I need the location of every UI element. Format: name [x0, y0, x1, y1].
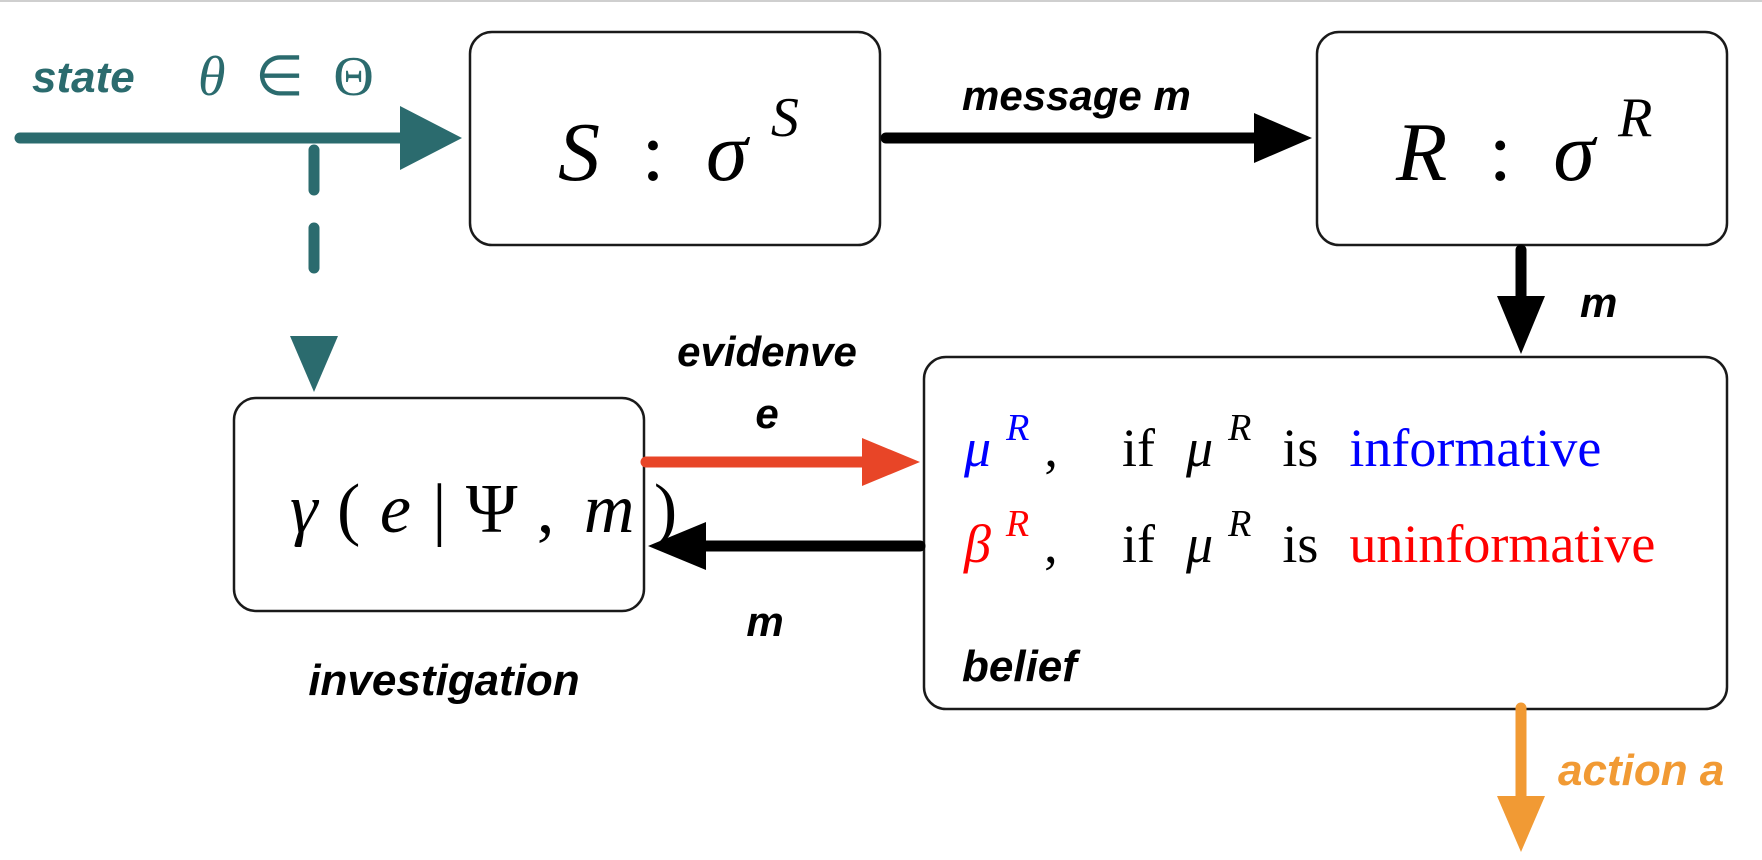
condition-mu-sup-1: R [1227, 407, 1251, 449]
m-right-label: m [1580, 279, 1617, 326]
belief-box [922, 355, 1729, 711]
informative-word: informative [1349, 418, 1601, 478]
condition-mu-2: μ [1185, 514, 1213, 574]
element-of-symbol: ∈ [255, 46, 304, 108]
condition-mu-sup-2: R [1227, 503, 1251, 545]
Theta-symbol: Θ [333, 46, 373, 108]
message-arrow-head [1254, 113, 1312, 163]
gamma-e: e [380, 471, 411, 548]
state-math: θ ∈ Θ [198, 44, 374, 108]
investigation-formula: γ ( e | Ψ , m ) [290, 469, 677, 548]
receiver-down-arrow-head [1497, 296, 1545, 354]
if-word-2: if [1122, 514, 1155, 574]
sender-sigma-sup: S [771, 87, 799, 149]
receiver-sigma-sup: R [1617, 87, 1652, 149]
belief-row-uninformative-condition: if μ R is uninformative [1122, 488, 1655, 574]
sender-sigma: σ [706, 106, 751, 199]
belief-row-informative-condition: if μ R is informative [1122, 392, 1601, 478]
mu-symbol: μ [963, 418, 991, 478]
evidence-label-line2: e [755, 390, 778, 437]
sender-colon: : [641, 106, 664, 199]
mu-sup: R [1005, 407, 1029, 449]
receiver-formula: R : σ R [1395, 87, 1652, 199]
action-label: action a [1558, 746, 1724, 795]
receiver-colon: : [1489, 106, 1512, 199]
state-label: state [32, 53, 135, 102]
gamma-bar: | [432, 471, 446, 548]
is-word-2: is [1282, 514, 1318, 574]
evidence-label-line1: evidenve [677, 328, 857, 375]
beta-sup: R [1005, 503, 1029, 545]
investigation-label: investigation [308, 656, 579, 705]
belief-row-informative: μ R , [963, 392, 1058, 478]
belief-row-uninformative: β R , [963, 488, 1058, 574]
action-arrow-head [1497, 796, 1545, 852]
receiver-sigma: σ [1553, 106, 1598, 199]
belief-label: belief [962, 642, 1081, 691]
is-word-1: is [1282, 418, 1318, 478]
if-word-1: if [1122, 418, 1155, 478]
mu-comma: , [1044, 418, 1058, 478]
investigation-box [232, 396, 646, 613]
state-arrow-head [400, 106, 462, 170]
gamma-lparen: ( [337, 471, 360, 548]
gamma-symbol: γ [290, 471, 320, 548]
receiver-symbol: R [1395, 106, 1447, 199]
m-bottom-label: m [746, 598, 783, 645]
gamma-m: m [584, 471, 635, 548]
gamma-Psi: Ψ [466, 471, 518, 548]
message-label: message m [962, 72, 1191, 119]
uninformative-word: uninformative [1349, 514, 1655, 574]
gamma-comma: , [537, 471, 555, 548]
sender-box [468, 30, 882, 247]
evidence-arrow-head [862, 438, 920, 486]
sender-symbol: S [558, 106, 600, 199]
condition-mu-1: μ [1185, 418, 1213, 478]
gamma-rparen: ) [654, 471, 677, 548]
sender-formula: S : σ S [558, 87, 799, 199]
state-dashed-arrow-head [290, 336, 338, 392]
beta-symbol: β [963, 514, 991, 574]
beta-comma: , [1044, 514, 1058, 574]
theta-symbol: θ [198, 46, 226, 108]
m-return-arrow-head [648, 522, 706, 570]
